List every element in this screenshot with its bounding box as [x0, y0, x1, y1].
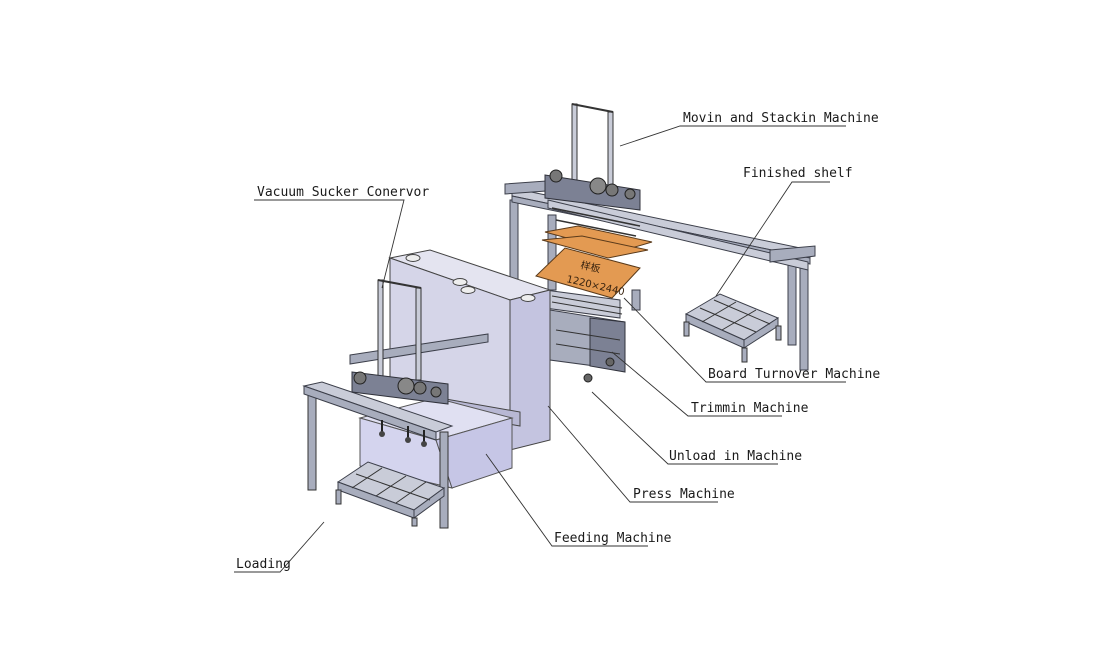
label-unload-in-machine: Unload in Machine — [669, 449, 802, 464]
leader-lines — [234, 125, 846, 573]
loading-shelf — [335, 461, 446, 527]
label-feeding-machine: Feeding Machine — [554, 531, 672, 546]
finished-shelf — [683, 293, 782, 363]
label-board-turnover-machine: Board Turnover Machine — [708, 367, 880, 382]
board-text-line1: 样板 — [579, 258, 601, 275]
sample-board — [535, 247, 641, 299]
label-trimmin-machine: Trimmin Machine — [691, 401, 809, 416]
label-loading: Loading — [236, 557, 291, 572]
label-vacuum-sucker-conveyor: Vacuum Sucker Conervor — [257, 185, 429, 200]
label-finished-shelf: Finished shelf — [743, 166, 853, 181]
stacking-gantry — [504, 103, 816, 371]
vacuum-sucker-conveyor — [302, 279, 489, 529]
label-movin-stackin-machine: Movin and Stackin Machine — [683, 111, 879, 126]
label-press-machine: Press Machine — [633, 487, 735, 502]
turnover-trimming-frames — [544, 289, 641, 383]
